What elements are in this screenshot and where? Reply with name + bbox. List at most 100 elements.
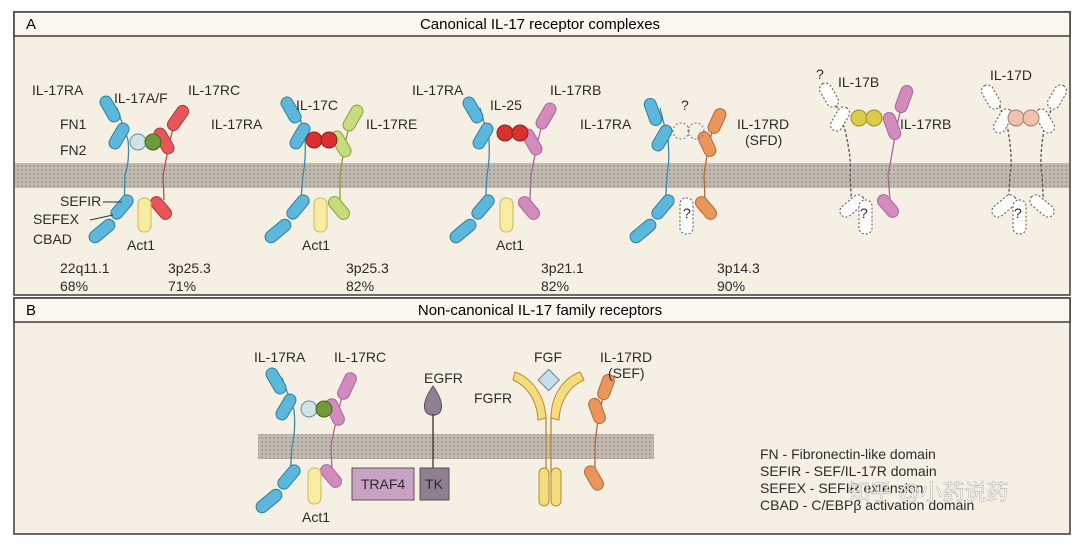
il17f-ligand	[144, 133, 162, 151]
egfr-label: EGFR	[424, 370, 463, 386]
watermark: 知乎 @小药说药	[848, 480, 1008, 505]
sefex-pointer	[89, 214, 114, 221]
cbad-label: CBAD	[33, 231, 72, 247]
fn1-label: FN1	[60, 116, 87, 132]
legend-sefir: SEFIR - SEF/IL-17R domain	[760, 463, 937, 479]
il17ra-sefir	[110, 194, 134, 220]
traf4-label: TRAF4	[361, 476, 406, 492]
il17ra-label: IL-17RA	[412, 82, 464, 98]
sefir-label: SEFIR	[60, 193, 101, 209]
il17rc-fn1	[337, 372, 357, 400]
il17ra-fn2	[472, 122, 494, 150]
act1	[137, 197, 152, 233]
act1-label: Act1	[302, 509, 330, 525]
fgfr-right-kinase	[550, 467, 562, 507]
il17c-label: IL-17C	[296, 97, 338, 113]
unknown-receptor-fn2-right	[1035, 108, 1055, 134]
unknown-receptor-sefir	[839, 194, 865, 218]
complex-b-ra-rc: IL-17RA IL-17RC Act1 TRAF4	[254, 349, 415, 525]
complex-il17b: ? IL-17B IL-17RB ?	[816, 66, 951, 235]
unknown-receptor-sefir-left	[991, 194, 1017, 218]
il17ra-sefir	[277, 464, 301, 490]
il17re-label: IL-17RE	[366, 116, 417, 132]
il17rd-sefir	[584, 465, 604, 491]
il17a-ligand	[300, 400, 318, 418]
il17f-ligand	[315, 400, 333, 418]
fgfr-right-ectodomain	[550, 371, 585, 421]
question-mark: ?	[1014, 205, 1022, 221]
il17rc-sefir	[320, 464, 342, 488]
il17ra-stalk	[281, 377, 296, 479]
panel-a-letter: A	[26, 16, 36, 33]
il17rd-fn1	[707, 108, 727, 134]
il17rd-label: IL-17RD	[737, 116, 789, 132]
fgf-label: FGF	[534, 349, 562, 365]
unknown-receptor-fn2-left	[993, 108, 1013, 134]
complex-ra-re: IL-17RA IL-17C IL-17RE Act1	[211, 96, 417, 253]
il17ra-sefir	[286, 194, 310, 220]
il17ra-label: IL-17RA	[254, 349, 306, 365]
sfd-label: (SFD)	[745, 132, 782, 148]
locus-text: 22q11.1	[60, 260, 110, 276]
il17ra-fn1	[265, 367, 287, 395]
il17d-label: IL-17D	[990, 67, 1032, 83]
fgfr-label: FGFR	[474, 390, 512, 406]
il17ra-stalk	[479, 107, 490, 211]
unknown-receptor-fn1-right	[1047, 84, 1067, 110]
il25-ligand-a	[496, 124, 514, 142]
il17rb-label: IL-17RB	[900, 116, 951, 132]
traf4-box	[351, 467, 415, 501]
tk-label: TK	[425, 476, 444, 492]
il17ra-sefir	[471, 194, 495, 220]
locus-text: 3p14.3	[717, 260, 760, 276]
il17rd-fn2	[697, 131, 717, 157]
il17rc-sefir	[150, 196, 172, 220]
unknown-receptor-fn2	[830, 106, 850, 132]
sef-label: (SEF)	[608, 365, 645, 381]
unknown-receptor-fn1-left	[981, 84, 1001, 110]
il17c-ligand-b	[320, 131, 338, 149]
unknown-ligand-a	[672, 122, 690, 140]
il17rd-sefir	[695, 196, 717, 220]
panel-a: A Canonical IL-17 receptor complexes	[13, 11, 1071, 296]
act1-label: Act1	[496, 237, 524, 253]
panel-b-header	[13, 297, 1071, 323]
il17rc-label: IL-17RC	[188, 82, 240, 98]
il17rd-label: IL-17RD	[600, 349, 652, 365]
fgf-ligand	[537, 368, 561, 392]
unknown-adaptor	[1012, 199, 1027, 235]
il17rb-fn1	[535, 102, 557, 130]
il17ra-stalk	[116, 107, 130, 211]
il17ra-fn2	[275, 393, 297, 421]
question-mark: ?	[816, 66, 824, 82]
il17d-ligand-a	[1007, 109, 1025, 127]
unknown-ligand-b	[687, 122, 705, 140]
il17ra-label: IL-17RA	[32, 82, 84, 98]
act1-label: Act1	[302, 237, 330, 253]
unknown-receptor-fn1	[819, 82, 839, 108]
il17rc-fn1	[166, 104, 190, 132]
locus-text: 3p25.3	[168, 260, 211, 276]
il25-label: IL-25	[490, 97, 522, 113]
identity-text: 90%	[717, 278, 745, 294]
il17rb-sefir	[518, 196, 540, 220]
il17rb-fn2	[882, 111, 902, 141]
il17c-ligand-a	[305, 131, 323, 149]
membrane-b	[258, 434, 654, 459]
il17ra-cbad	[264, 218, 292, 244]
il17ra-fn2	[108, 122, 130, 150]
complex-ra-rd: IL-17RA ? IL-17RD (SFD) ?	[580, 97, 789, 244]
legend-cbad: CBAD - C/EBPβ activation domain	[760, 497, 974, 513]
complex-il17d: IL-17D ?	[981, 67, 1067, 235]
identity-text: 82%	[541, 278, 569, 294]
il17rb-fn1	[894, 84, 914, 114]
panel-a-header	[13, 11, 1071, 37]
il17ra-cbad	[629, 218, 657, 244]
locus-text: 3p25.3	[346, 260, 389, 276]
act1	[313, 197, 328, 233]
il17ra-fn1	[280, 96, 302, 124]
membrane-a	[15, 163, 1069, 188]
il17af-label: IL-17A/F	[114, 90, 168, 106]
il17ra-fn1	[99, 95, 121, 123]
